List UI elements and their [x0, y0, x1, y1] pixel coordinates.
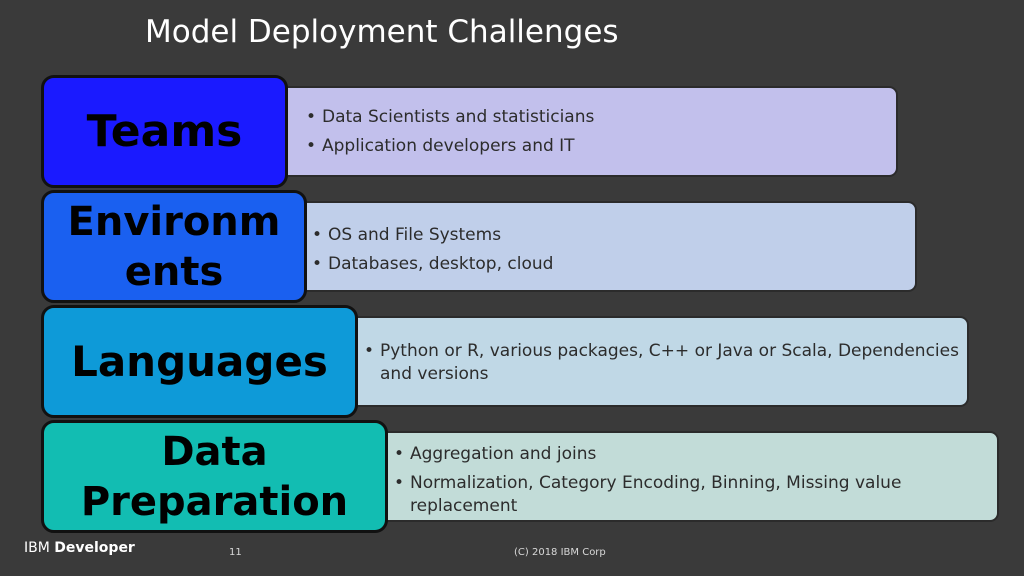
teams-panel: Data Scientists and statisticians Applic… [258, 86, 898, 177]
languages-bullet-list: Python or R, various packages, C++ or Ja… [364, 340, 959, 392]
languages-panel: Python or R, various packages, C++ or Ja… [326, 316, 969, 407]
page-number: 11 [229, 547, 242, 558]
data-preparation-badge: Data Preparation [41, 420, 388, 533]
environments-panel: OS and File Systems Databases, desktop, … [276, 201, 917, 292]
languages-bullet-1: Python or R, various packages, C++ or Ja… [364, 340, 959, 386]
teams-badge: Teams [41, 75, 288, 188]
environments-badge-label: Environm ents [67, 198, 281, 295]
data-preparation-bullet-list: Aggregation and joins Normalization, Cat… [394, 443, 984, 524]
data-preparation-bullet-1: Aggregation and joins [394, 443, 984, 466]
copyright-notice: (C) 2018 IBM Corp [514, 547, 606, 558]
teams-bullet-2: Application developers and IT [306, 135, 886, 158]
brand-suffix: Developer [54, 540, 135, 556]
data-preparation-panel: Aggregation and joins Normalization, Cat… [356, 431, 999, 522]
languages-badge-label: Languages [71, 336, 328, 386]
ibm-developer-logo: IBM Developer [24, 540, 135, 556]
brand-prefix: IBM [24, 540, 50, 556]
languages-badge: Languages [41, 305, 358, 418]
teams-badge-label: Teams [86, 105, 243, 157]
teams-bullet-list: Data Scientists and statisticians Applic… [306, 106, 886, 164]
slide-title: Model Deployment Challenges [145, 14, 619, 50]
environments-bullet-2: Databases, desktop, cloud [312, 253, 902, 276]
teams-bullet-1: Data Scientists and statisticians [306, 106, 886, 129]
environments-badge: Environm ents [41, 190, 307, 303]
environments-bullet-list: OS and File Systems Databases, desktop, … [312, 224, 902, 282]
data-preparation-bullet-2: Normalization, Category Encoding, Binnin… [394, 472, 984, 518]
environments-bullet-1: OS and File Systems [312, 224, 902, 247]
data-preparation-badge-label: Data Preparation [80, 428, 349, 525]
